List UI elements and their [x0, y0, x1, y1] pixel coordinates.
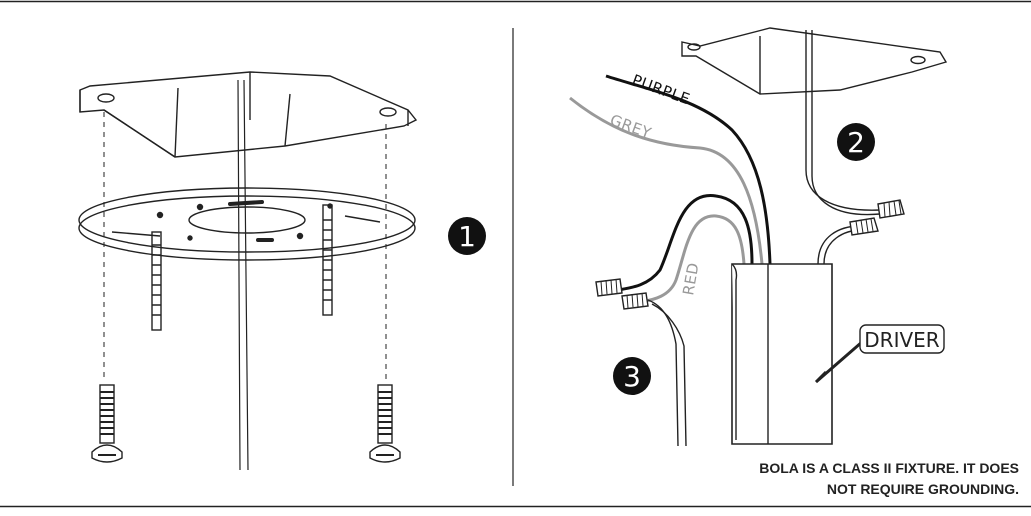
step-1-badge: 1: [448, 217, 486, 255]
threaded-rod-left: [151, 231, 162, 331]
purple-label: PURPLE: [630, 71, 693, 109]
step-1-mounting: [78, 71, 418, 471]
box-wire-a: [805, 30, 881, 211]
box-wire-b: [811, 30, 881, 216]
junction-box-right: [681, 27, 948, 95]
output-wire-b: [651, 303, 687, 447]
grey-wire: [569, 96, 764, 265]
grey-label: GREY: [608, 111, 655, 143]
step-2-number: 2: [847, 126, 865, 159]
threaded-rod-right: [322, 204, 333, 316]
driver-label-box: [859, 324, 945, 354]
black-loop-wire: [617, 194, 754, 292]
driver-box: [731, 263, 833, 445]
step-2-wiring: [569, 27, 948, 447]
mounting-plate: [78, 187, 416, 261]
grounding-note: BOLA IS A CLASS II FIXTURE. IT DOES NOT …: [759, 458, 1019, 500]
red-label: RED: [679, 261, 702, 297]
ground-wire-left: [237, 79, 249, 471]
step-2-badge: 2: [837, 123, 875, 161]
purple-wire: [605, 74, 772, 265]
step-3-number: 3: [623, 360, 641, 393]
red-wire: [639, 214, 746, 304]
driver-callout: [814, 340, 863, 384]
screw-right: [369, 384, 401, 463]
driver-label: DRIVER: [864, 328, 940, 352]
step-3-badge: 3: [613, 357, 651, 395]
output-wire-a: [647, 299, 679, 447]
wire-nut-right-upper: [877, 199, 905, 219]
step-1-number: 1: [458, 220, 476, 253]
wire-nut-left-upper: [595, 278, 623, 297]
junction-box-left: [79, 71, 418, 158]
wire-nut-left-lower: [621, 292, 649, 310]
grounding-note-line-1: BOLA IS A CLASS II FIXTURE. IT DOES: [759, 460, 1019, 476]
wire-nut-right-lower: [849, 217, 879, 236]
grounding-note-line-2: NOT REQUIRE GROUNDING.: [826, 481, 1019, 497]
screw-left: [91, 384, 123, 463]
